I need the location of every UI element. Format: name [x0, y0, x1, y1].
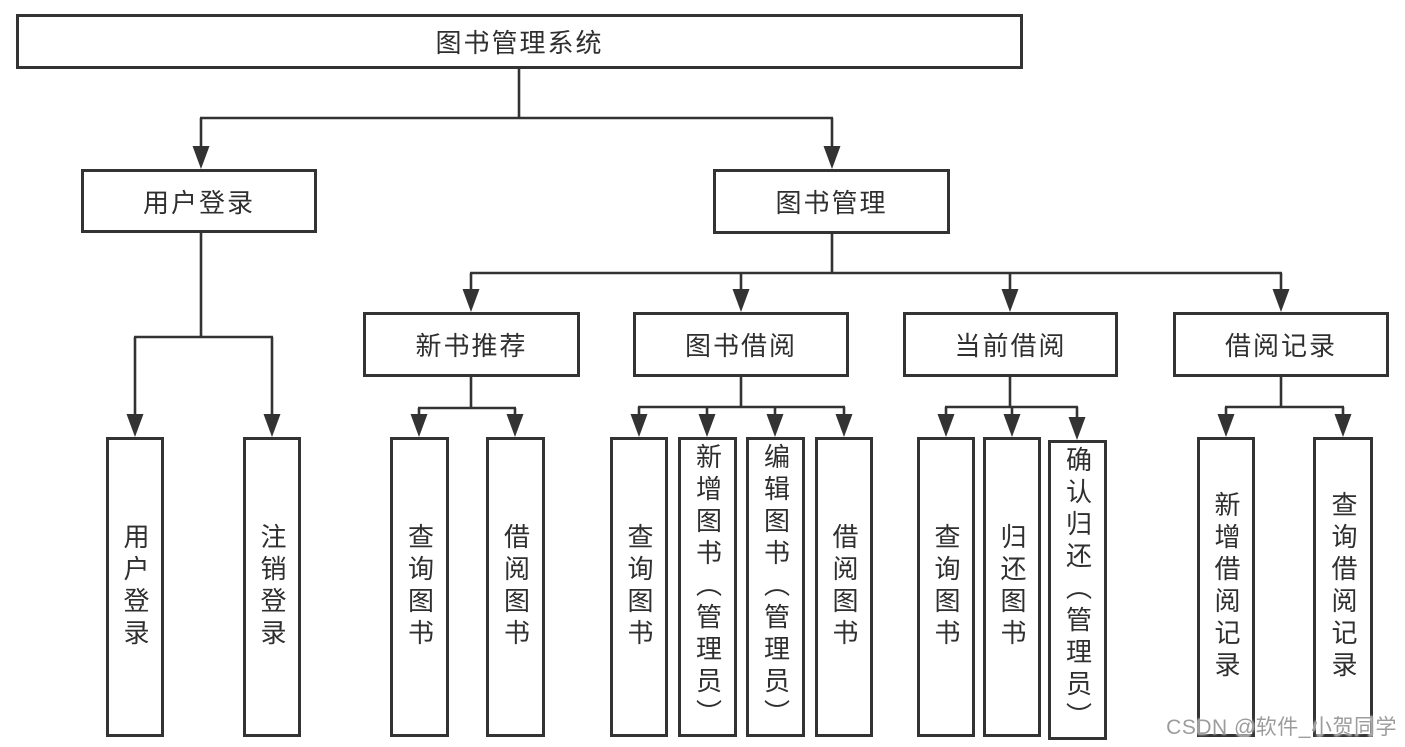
- node-current-borrowing: 当前借阅: [903, 312, 1118, 377]
- leaf-query-books-3: 查询图书: [917, 437, 975, 737]
- node-user-login: 用户登录: [81, 169, 317, 233]
- leaf-logout: 注销登录: [243, 437, 301, 737]
- node-borrow-records: 借阅记录: [1173, 312, 1389, 377]
- leaf-add-books-admin: 新增图书（管理员）: [678, 437, 737, 737]
- leaf-edit-books-admin: 编辑图书（管理员）: [746, 437, 805, 737]
- node-library-management-system: 图书管理系统: [16, 14, 1023, 69]
- leaf-borrow-books-2: 借阅图书: [815, 437, 873, 737]
- leaf-confirm-return-admin: 确认归还（管理员）: [1048, 440, 1107, 740]
- leaf-user-login: 用户登录: [106, 437, 164, 737]
- node-new-book-recommend: 新书推荐: [363, 312, 580, 377]
- node-book-borrowing: 图书借阅: [633, 312, 849, 377]
- node-book-management: 图书管理: [713, 169, 950, 234]
- csdn-watermark: CSDN @软件_小贺同学: [1166, 716, 1397, 739]
- leaf-return-books: 归还图书: [983, 437, 1041, 737]
- leaf-query-books-2: 查询图书: [610, 437, 668, 737]
- leaf-add-borrow-record: 新增借阅记录: [1197, 437, 1255, 737]
- leaf-query-books-1: 查询图书: [390, 437, 449, 737]
- leaf-borrow-books-1: 借阅图书: [486, 437, 545, 737]
- leaf-query-borrow-record: 查询借阅记录: [1313, 437, 1373, 737]
